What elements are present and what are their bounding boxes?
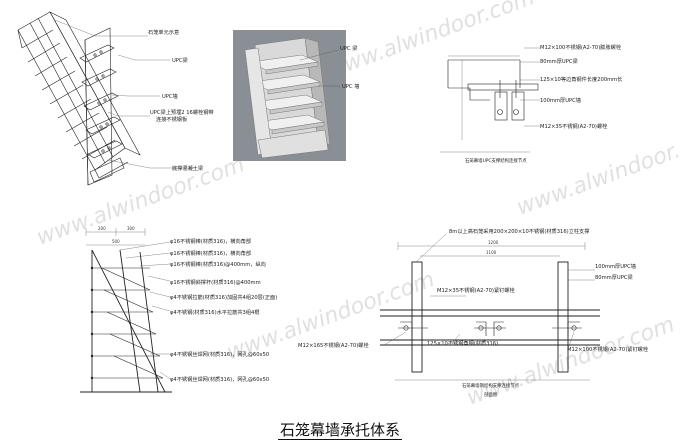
watermark: www.alwindoor.com <box>324 0 538 84</box>
dim-500: 500 <box>112 239 120 244</box>
panel3-caption: 石笼幕墙UPC支撑结构连接节点 <box>465 157 527 164</box>
label-bolt-m12x35: M12×35不锈钢(A2-70)螺栓 <box>540 122 608 130</box>
label-brace: φ16不锈钢斜撑杆(材质316)@400mm <box>170 278 261 286</box>
label-bolt-m12x100: M12×100不锈钢(A2-70)紧钉螺栓 <box>567 345 649 353</box>
label-embedded-bolts: UPC梁上预埋2 16螺栓钢带 <box>150 108 214 116</box>
label-upc-beam-80-b: 80mm厚UPC梁 <box>595 273 633 281</box>
panel5-subcaption: 剖面图 <box>484 391 498 398</box>
figure-caption-text: 石笼幕墙承托体系 <box>277 421 402 440</box>
label-mesh-2: φ4不锈钢丝焊网(材质316)，网孔@60x50 <box>170 375 269 383</box>
label-upc-beam-80: 80mm厚UPC梁 <box>540 57 578 65</box>
label-bolt-m12x35-b: M12×35不锈钢(A2-70)紧钉螺栓 <box>437 286 516 294</box>
label-gabion-unit: 石笼单元示意 <box>148 28 179 36</box>
label-upc-wall-100: 100mm厚UPC墙 <box>540 96 581 104</box>
label-rod-2: φ16不锈钢棒(材质316)，横向角部 <box>170 249 251 257</box>
label-upc-wall: UPC墙 <box>162 92 178 100</box>
label-expansion-bolt: M12×100不锈钢(A2-70)膨胀螺栓 <box>540 43 622 51</box>
label-column-support: 8m以上高石笼采用200×200×10不锈钢(材质316)立柱支撑 <box>449 227 589 235</box>
dim-300: 300 <box>127 226 135 231</box>
panel3-connection-detail: M12×100不锈钢(A2-70)膨胀螺栓 80mm厚UPC梁 125×10等边… <box>440 43 623 164</box>
panel5-caption: 石笼幕墙钢结构支撑连接节点 <box>462 382 520 389</box>
label-tie-horizontal: φ4不锈钢(材质316)水平拉筋共3组4根 <box>170 308 260 316</box>
label-tie-front: φ4不锈钢拉筋(材质316)加固共4组20层(正面) <box>170 293 277 301</box>
label-upc-wall-3d: UPC 墙 <box>342 82 359 90</box>
watermark: www.alwindoor.com <box>34 152 248 250</box>
panel4-section-drawing: 200 300 500 <box>80 226 277 393</box>
label-upc-beam-3d: UPC 梁 <box>340 44 357 52</box>
label-rod-1: φ16不锈钢棒(材质316)，横向角部 <box>170 237 251 245</box>
dim-1200: 1200 <box>488 240 499 245</box>
panel5-steel-support-detail: 1200 1100 <box>298 227 649 398</box>
label-concrete-beam: 底撑混凝土梁 <box>172 164 203 172</box>
label-steel-plate: 连接不锈钢板 <box>156 115 188 123</box>
label-upc-beam: UPC梁 <box>172 56 188 64</box>
label-bolt-m12x165: M12×165不锈钢(A2-70)螺栓 <box>298 341 369 349</box>
dim-200: 200 <box>98 226 106 231</box>
label-upc-wall-100-b: 100mm厚UPC墙 <box>595 262 636 270</box>
panel1-isometric-drawing: 石笼单元示意 UPC梁 UPC墙 UPC梁上预埋2 16螺栓钢带 连接不锈钢板 … <box>17 11 214 186</box>
label-angle-125x10: 125×10不锈钢角钢(材质316) <box>427 339 498 347</box>
figure-caption: 石笼幕墙承托体系 <box>0 419 680 440</box>
panel2-3d-render: UPC 梁 UPC 墙 <box>233 30 359 161</box>
watermark: www.alwindoor.com <box>514 122 680 220</box>
label-rod-vertical: φ16不锈钢棒(材质316)@400mm，纵向 <box>170 260 266 268</box>
label-mesh-1: φ4不锈钢丝焊网(材质316)，网孔@60x50 <box>170 350 269 358</box>
label-angle-steel: 125×10等边角钢件长度200mm长 <box>540 75 623 83</box>
dim-1100: 1100 <box>486 250 497 255</box>
